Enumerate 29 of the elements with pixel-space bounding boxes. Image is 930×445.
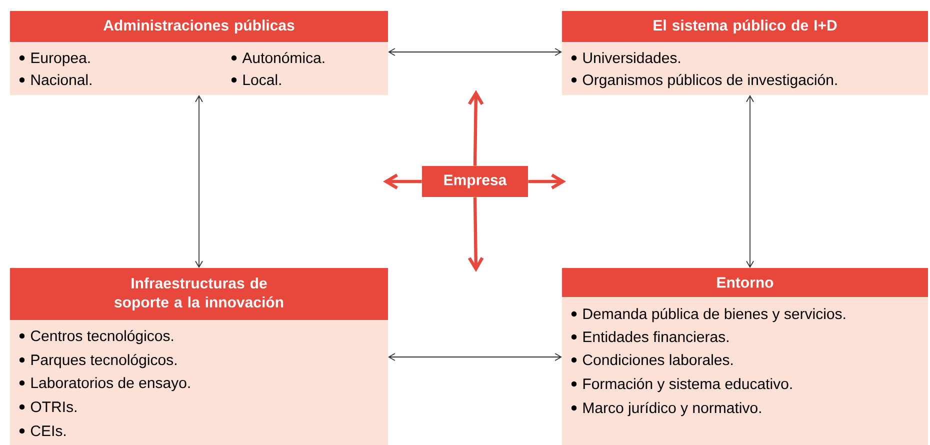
list-item: OTRIs. — [30, 402, 76, 412]
list-item: CEIs. — [30, 426, 66, 436]
double-arrow — [746, 95, 754, 268]
list-item: Centros tecnológicos. — [30, 330, 174, 344]
double-arrow — [388, 353, 562, 361]
card-header: El sistema público de I+D — [562, 11, 928, 42]
list-item: Marco jurídico y normativo. — [583, 402, 761, 416]
list-item: Demanda pública de bienes y servicios. — [583, 308, 846, 322]
list-item: Organismos públicos de investigación. — [582, 74, 837, 88]
list-item: Parques tecnológicos. — [31, 354, 176, 368]
arrow — [468, 90, 484, 166]
double-arrow — [195, 95, 203, 268]
list-item: Local. — [243, 74, 281, 86]
double-arrow — [388, 48, 562, 56]
list-item: Universidades. — [583, 52, 680, 64]
list-item: Nacional. — [31, 74, 92, 86]
arrow — [468, 197, 484, 272]
list-item: Condiciones laborales. — [582, 354, 733, 366]
arrow — [383, 174, 422, 190]
card-header: Administraciones públicas — [10, 11, 388, 42]
list-item: Entidades financieras. — [583, 331, 728, 342]
card-header: Entorno — [562, 268, 928, 297]
center-box: Empresa — [422, 166, 528, 197]
list-item: Europea. — [31, 52, 90, 66]
card-header: Infraestructuras de soporte a la innovación — [10, 268, 388, 320]
list-item: Laboratorios de ensayo. — [31, 377, 190, 392]
list-item: Autonómica. — [242, 52, 324, 64]
arrow — [528, 174, 566, 190]
list-item: Formación y sistema educativo. — [583, 378, 792, 392]
